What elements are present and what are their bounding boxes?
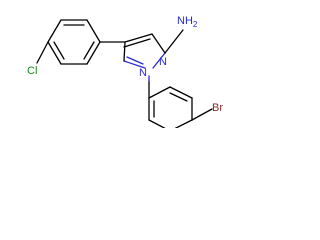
bromine-label: Br [212,102,223,114]
amine-bond [164,29,184,54]
ring-nitrogen-2-label: N [139,67,147,79]
bromophenyl-ring [148,75,213,128]
ring-nitrogen-1-label: N [159,56,167,68]
chlorine-label: Cl [27,65,37,77]
amine-label: NH2 [177,15,198,29]
chlorophenyl-ring [36,19,126,65]
structure-canvas: NH2 N N Cl Br [27,15,223,128]
pyrazole-ring [123,33,166,69]
